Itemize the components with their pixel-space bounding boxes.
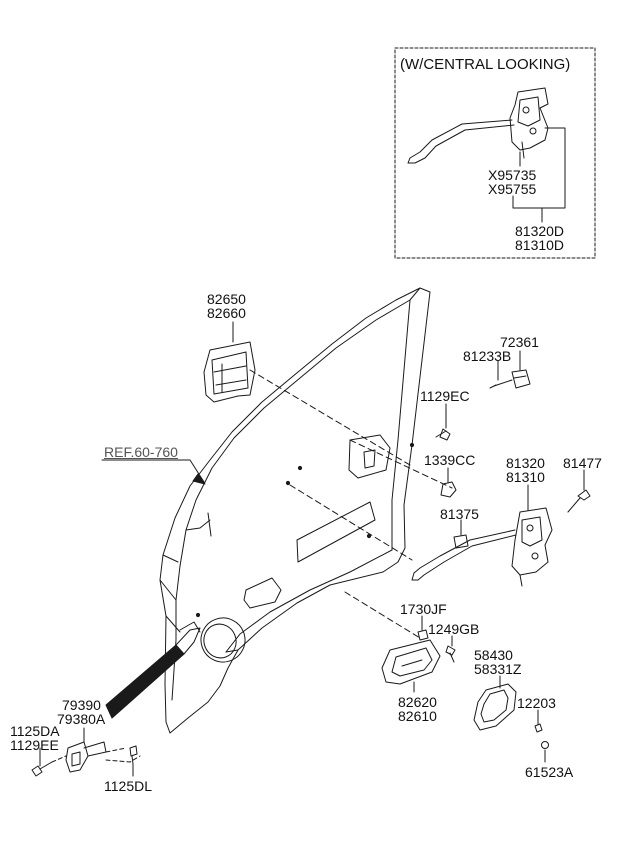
door-openings bbox=[243, 434, 391, 609]
part-label-72361: 72361 bbox=[500, 334, 539, 350]
inset-leader-b bbox=[541, 127, 566, 223]
screw-12203-icon bbox=[534, 723, 543, 733]
door-speaker-cutout bbox=[200, 617, 246, 663]
inset-box bbox=[394, 47, 596, 259]
inset-leader-c bbox=[512, 195, 543, 209]
inset-latch-icon bbox=[407, 87, 549, 164]
part-label-81477: 81477 bbox=[563, 455, 602, 471]
part-label-79390: 79390 bbox=[62, 697, 101, 713]
part-label-1730jf: 1730JF bbox=[400, 601, 447, 617]
screw-1730jf-icon bbox=[417, 629, 429, 641]
part-label-1249gb: 1249GB bbox=[428, 621, 480, 637]
outside-handle-icon bbox=[203, 341, 256, 403]
bolt-1125dl-icon bbox=[129, 745, 138, 765]
part-label-1129ec: 1129EC bbox=[420, 388, 470, 404]
part-label-1339cc: 1339CC bbox=[424, 452, 476, 468]
part-label-81320: 81320 bbox=[506, 455, 545, 471]
part-label-x95735: X95735 bbox=[488, 167, 537, 183]
ref-label: REF.60-760 bbox=[104, 444, 178, 460]
clip-81375-icon bbox=[453, 534, 469, 549]
part-label-82610: 82610 bbox=[398, 708, 437, 724]
part-label-82650: 82650 bbox=[207, 291, 246, 307]
part-label-1125dl: 1125DL bbox=[104, 778, 153, 794]
bolt-1249gb-icon bbox=[445, 645, 456, 663]
part-label-81310: 81310 bbox=[506, 469, 545, 485]
part-label-82660: 82660 bbox=[207, 305, 246, 321]
part-label-x95755: X95755 bbox=[488, 181, 537, 197]
bolt-1129ec-icon bbox=[435, 428, 451, 441]
part-label-81233b: 81233B bbox=[463, 348, 512, 364]
part-label-58331z: 58331Z bbox=[474, 661, 522, 677]
door-panel bbox=[159, 287, 431, 734]
part-label-1125da: 1125DA bbox=[10, 723, 60, 739]
bezel-icon bbox=[473, 683, 517, 731]
part-label-1129ee: 1129EE bbox=[10, 737, 59, 753]
part-label-81320d: 81320D bbox=[515, 223, 565, 239]
part-label-81310d: 81310D bbox=[515, 237, 565, 253]
inset-title: (W/CENTRAL LOOKING) bbox=[400, 56, 571, 73]
bolt-1125da-icon bbox=[31, 761, 53, 777]
part-label-58430: 58430 bbox=[474, 647, 513, 663]
part-label-82620: 82620 bbox=[398, 694, 437, 710]
ref-leader bbox=[101, 459, 205, 483]
striker-icon bbox=[489, 369, 531, 389]
checker-dash-lines bbox=[51, 747, 141, 763]
inside-handle-icon bbox=[381, 639, 441, 685]
part-label-79380a: 79380A bbox=[57, 711, 106, 727]
part-label-12203: 12203 bbox=[517, 695, 556, 711]
nut-1339cc-icon bbox=[440, 481, 457, 498]
assembly-dashed-lines bbox=[249, 369, 453, 639]
part-label-61523a: 61523A bbox=[525, 764, 574, 780]
part-label-81375: 81375 bbox=[440, 506, 479, 522]
screw-81477-icon bbox=[567, 489, 591, 513]
ref-arrow bbox=[192, 473, 206, 485]
door-latch-icon bbox=[411, 507, 553, 587]
cap-61523a-icon bbox=[541, 741, 549, 749]
door-holes bbox=[195, 442, 415, 618]
